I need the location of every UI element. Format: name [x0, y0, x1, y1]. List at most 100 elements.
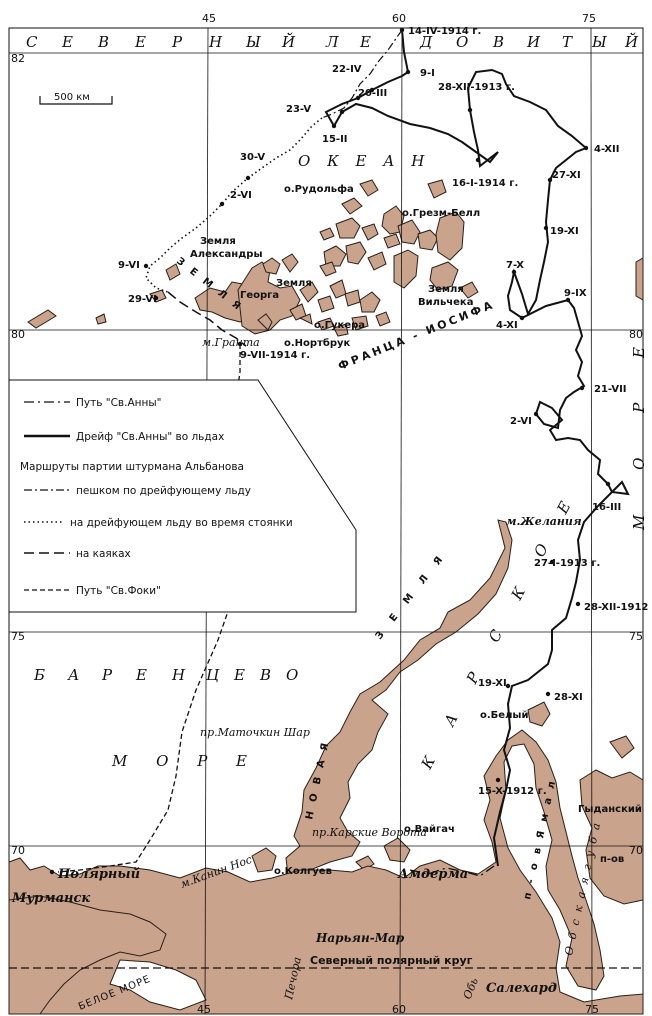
- svg-text:15-X-1912 г.: 15-X-1912 г.: [478, 786, 547, 797]
- gydan-islet: [609, 735, 635, 759]
- svg-text:28-XII-1913 г.: 28-XII-1913 г.: [438, 82, 515, 93]
- matochkin-label: пр.Маточкин Шар: [200, 726, 310, 739]
- svg-text:7-X: 7-X: [506, 260, 524, 271]
- franz-josef-land: [27, 179, 479, 337]
- scale-label: 500 км: [54, 92, 90, 103]
- route-st-anna-drift: [324, 29, 630, 867]
- kara-more: М О Р Е: [630, 327, 648, 531]
- svg-text:Е: Е: [134, 33, 147, 51]
- murmansk-label: Мурманск: [11, 891, 90, 906]
- lon-label-45-bottom: 45: [197, 1003, 211, 1016]
- bely-island: [527, 701, 551, 727]
- svg-text:Ы: Ы: [591, 33, 608, 51]
- svg-text:2-VI: 2-VI: [510, 416, 532, 427]
- novaya-zemlya: [285, 519, 513, 885]
- svg-text:19-XI: 19-XI: [550, 226, 579, 237]
- svg-text:16-I-1914 г.: 16-I-1914 г.: [452, 178, 518, 189]
- svg-text:27-I-1913 г.: 27-I-1913 г.: [534, 558, 600, 569]
- svg-text:23-V: 23-V: [286, 104, 311, 115]
- legend-item-camp: на дрейфующем льду во время стоянки: [70, 517, 293, 529]
- polyarny-label: Полярный: [57, 867, 140, 882]
- lat-label-80-left: 80: [11, 328, 25, 341]
- severnaya-zemlya-edge: [635, 257, 644, 301]
- legend-item-st-anna-path: Путь "Св.Анны": [76, 397, 161, 409]
- svg-text:9-VII-1914 г.: 9-VII-1914 г.: [240, 350, 310, 361]
- barents-more: М О Р Е: [111, 752, 259, 770]
- svg-text:21-VII: 21-VII: [594, 384, 627, 395]
- svg-text:И: И: [526, 33, 541, 51]
- ocean-word: О К Е А Н: [298, 152, 430, 170]
- svg-text:Ы: Ы: [245, 33, 262, 51]
- svg-text:О: О: [456, 33, 469, 51]
- svg-text:9-IX: 9-IX: [564, 288, 587, 299]
- legend-heading-albanov: Маршруты партии штурмана Альбанова: [20, 461, 244, 473]
- svg-text:О: О: [286, 666, 299, 684]
- gukera-label: о.Гукера: [314, 320, 365, 331]
- lon-label-75-top: 75: [582, 12, 596, 25]
- svg-text:29-VI: 29-VI: [128, 294, 157, 305]
- svg-text:9-VI: 9-VI: [118, 260, 140, 271]
- svg-text:Е: Е: [61, 33, 74, 51]
- svg-text:14-IV-1914 г.: 14-IV-1914 г.: [408, 26, 481, 37]
- route-st-anna-path: [409, 865, 495, 877]
- scale-bar: 500 км: [39, 92, 113, 105]
- kola-peninsula: [8, 895, 167, 1015]
- salekhard-label: Салехард: [486, 981, 557, 996]
- legend-item-st-foka: Путь "Св.Фоки": [76, 585, 161, 597]
- svg-text:15-II: 15-II: [322, 134, 348, 145]
- svg-text:Т: Т: [562, 33, 573, 51]
- svg-text:С: С: [26, 33, 38, 51]
- svg-text:30-V: 30-V: [240, 152, 265, 163]
- svg-text:4-XII: 4-XII: [594, 144, 619, 155]
- svg-text:28-XII-1912 г.: 28-XII-1912 г.: [584, 602, 652, 613]
- greem-bell-label: о.Грезм-Белл: [402, 208, 480, 219]
- route-albanov-foot: [321, 29, 403, 119]
- svg-text:Е: Е: [359, 33, 372, 51]
- zemlya-georga-label-1: Земля: [276, 278, 312, 289]
- legend: Путь "Св.Анны" Дрейф "Св.Анны" во льдах …: [8, 379, 357, 613]
- lon-label-60-top: 60: [392, 12, 406, 25]
- gydansky-label-1: Гыданский: [578, 804, 642, 815]
- kolguev-label: о.Колгуев: [274, 866, 332, 877]
- legend-item-kayaks: на каяках: [76, 548, 131, 560]
- svg-text:А: А: [67, 666, 80, 684]
- lat-label-82: 82: [11, 52, 25, 65]
- zemlya-alexandry-label-1: Земля: [200, 236, 236, 247]
- svg-text:Б: Б: [33, 666, 46, 684]
- svg-text:9-I: 9-I: [420, 68, 435, 79]
- route-albanov-camp: [145, 117, 323, 293]
- granta-label: м.Гранта: [202, 336, 260, 349]
- svg-text:В: В: [492, 33, 505, 51]
- arctic-ocean-title: С Е В Е Р Н Ы Й Л Е Д О В И Т Ы Й О К Е …: [26, 32, 638, 170]
- svg-text:В: В: [97, 33, 110, 51]
- karskie-vorota-label: пр.Карские Ворота: [312, 826, 427, 839]
- svg-text:Е: Е: [135, 666, 148, 684]
- svg-text:19-XI: 19-XI: [478, 678, 507, 689]
- legend-item-st-anna-drift: Дрейф "Св.Анны" во льдах: [76, 431, 224, 443]
- white-sea: [109, 959, 207, 1011]
- rudolf-label: о.Рудольфа: [284, 183, 354, 195]
- svg-text:Й: Й: [281, 32, 296, 51]
- lat-label-80-right: 80: [629, 328, 643, 341]
- mainland: [8, 729, 644, 1015]
- bely-label: о.Белый: [480, 710, 528, 721]
- lon-label-60-bottom: 60: [392, 1003, 406, 1016]
- svg-text:Ц: Ц: [206, 666, 220, 684]
- svg-text:Р: Р: [101, 666, 113, 684]
- svg-text:Е: Е: [233, 666, 246, 684]
- svg-text:Н: Н: [208, 33, 223, 51]
- lat-label-70-left: 70: [11, 844, 25, 857]
- lat-label-75-left: 75: [11, 630, 25, 643]
- drift-date-labels: 14-IV-1914 г. 9-I 22-IV 28-XII-1913 г. 2…: [118, 26, 652, 797]
- kolguev-island: [251, 847, 277, 873]
- svg-text:В: В: [259, 666, 272, 684]
- polar-circle-label: Северный полярный круг: [310, 954, 473, 967]
- svg-text:16-III: 16-III: [592, 502, 621, 513]
- svg-text:Л: Л: [325, 33, 340, 51]
- lat-label-75-right: 75: [629, 630, 643, 643]
- vaygach-island: [383, 837, 411, 863]
- legend-item-on-foot: пешком по дрейфующему льду: [76, 485, 251, 497]
- svg-text:27-XI: 27-XI: [552, 170, 581, 181]
- svg-text:20-III: 20-III: [358, 88, 387, 99]
